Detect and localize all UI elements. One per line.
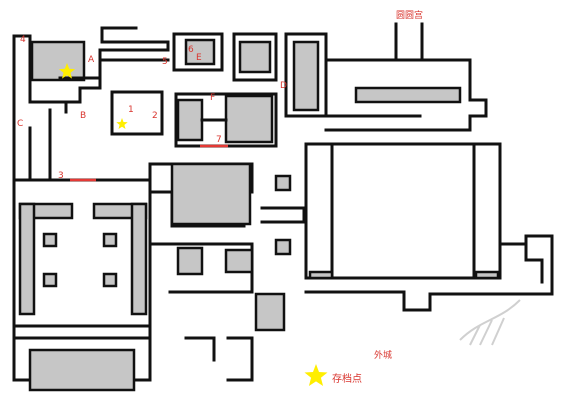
label-e: E — [196, 53, 202, 63]
star-icon — [58, 63, 76, 79]
star-icon — [304, 364, 328, 386]
label-c: C — [17, 119, 23, 129]
central-north-complex — [172, 32, 328, 148]
east-pillar-2 — [274, 238, 292, 256]
fortress-pillar-3 — [42, 272, 58, 288]
fortress-south-block — [28, 348, 136, 392]
main-courtyard — [304, 142, 554, 312]
label-a: A — [88, 55, 95, 65]
room-4-block — [30, 40, 86, 82]
left-top-complex — [12, 26, 170, 182]
fortress-bracket-right-2 — [130, 202, 148, 316]
star-icon — [116, 118, 128, 129]
label-1: 1 — [128, 105, 134, 115]
south-block — [254, 292, 286, 332]
save-point-markers — [58, 63, 328, 386]
label-3: 3 — [58, 171, 64, 181]
label-outer-city: 外城 — [374, 349, 392, 361]
courtyard-right-step — [474, 270, 500, 280]
legend-save-point-label: 存档点 — [332, 372, 362, 385]
fortress-pillar-4 — [102, 272, 118, 288]
middle-small-block-2 — [224, 248, 254, 274]
fortress-pillar-2 — [102, 232, 118, 248]
label-d: D — [280, 81, 287, 91]
label-5: 5 — [162, 57, 168, 67]
label-7: 7 — [216, 135, 222, 145]
label-f: F — [210, 93, 215, 103]
palace-hall-bar — [354, 86, 462, 104]
label-2: 2 — [152, 111, 158, 121]
label-b: B — [80, 111, 86, 121]
label-yuanming-palace: 圆圆宫 — [396, 9, 423, 21]
fortress-pillar-1 — [42, 232, 58, 248]
middle-small-block-1 — [176, 246, 204, 276]
region-labels: 4 A B C 1 2 3 5 6 E D F 7 圆圆宫 外城 — [17, 9, 423, 361]
fortress-bracket-left-2 — [18, 202, 36, 316]
room-f-left-block — [176, 98, 204, 142]
room-top-block — [238, 40, 272, 74]
room-6e-block — [184, 38, 216, 66]
label-4: 4 — [20, 35, 26, 45]
room-1-frame — [110, 90, 164, 136]
watermark-feather-icon — [459, 299, 521, 346]
room-d-block — [292, 40, 320, 112]
room-f-right-block — [224, 94, 274, 144]
label-6: 6 — [188, 45, 194, 55]
east-pillar-1 — [274, 174, 292, 192]
west-fortress — [12, 178, 152, 392]
palace-wing — [324, 22, 488, 132]
middle-hall-block — [170, 162, 252, 226]
middle-complex — [148, 162, 306, 382]
courtyard-left-step — [308, 270, 334, 280]
